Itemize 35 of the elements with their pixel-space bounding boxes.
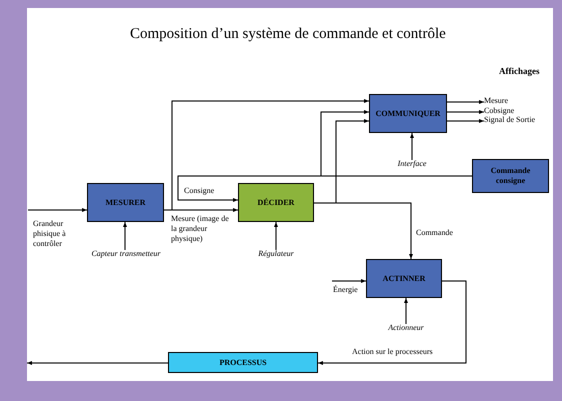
annotation-text: Mesure: [484, 97, 524, 105]
process-box: MESURER: [87, 183, 164, 222]
process-box: DÉCIDER: [238, 183, 314, 222]
annotation-text: Cobsigne: [484, 107, 524, 115]
annotation-text: Signal de Sortie: [484, 116, 548, 124]
section-heading: Affichages: [499, 65, 540, 78]
annotation-text: Capteur transmetteur: [82, 250, 170, 258]
process-box: Commande consigne: [472, 159, 549, 193]
edge-label: Énergie: [333, 285, 359, 295]
arrow: [410, 132, 414, 160]
process-box: ACTINNER: [366, 259, 442, 298]
arrow: [404, 298, 408, 324]
process-box: COMMUNIQUER: [369, 94, 447, 133]
arrow: [446, 119, 484, 123]
arrow: [123, 222, 127, 250]
diagram-title: Composition d’un système de commande et contrôle: [130, 25, 446, 44]
arrow: [318, 280, 466, 365]
edge-label: Action sur le processeurs: [352, 347, 434, 357]
arrow: [26, 361, 168, 365]
arrow: [164, 99, 370, 210]
annotation-text: Régulateur: [252, 250, 300, 258]
arrow: [332, 279, 366, 283]
edge-label: Mesure (image de la grandeur physique): [171, 214, 230, 244]
arrow: [274, 222, 278, 250]
edge-label: Consigne: [184, 186, 216, 196]
arrow: [320, 110, 472, 176]
arrow: [28, 208, 88, 212]
edge-label: Commande: [416, 228, 454, 238]
arrow: [446, 100, 484, 104]
process-box: PROCESSUS: [168, 352, 318, 373]
annotation-text: Interface: [394, 160, 430, 168]
annotation-text: Actionneur: [383, 324, 429, 332]
arrow: [446, 110, 484, 114]
edge-label: Grandeur phisique à contrôler: [33, 219, 67, 249]
arrow: [314, 202, 413, 260]
